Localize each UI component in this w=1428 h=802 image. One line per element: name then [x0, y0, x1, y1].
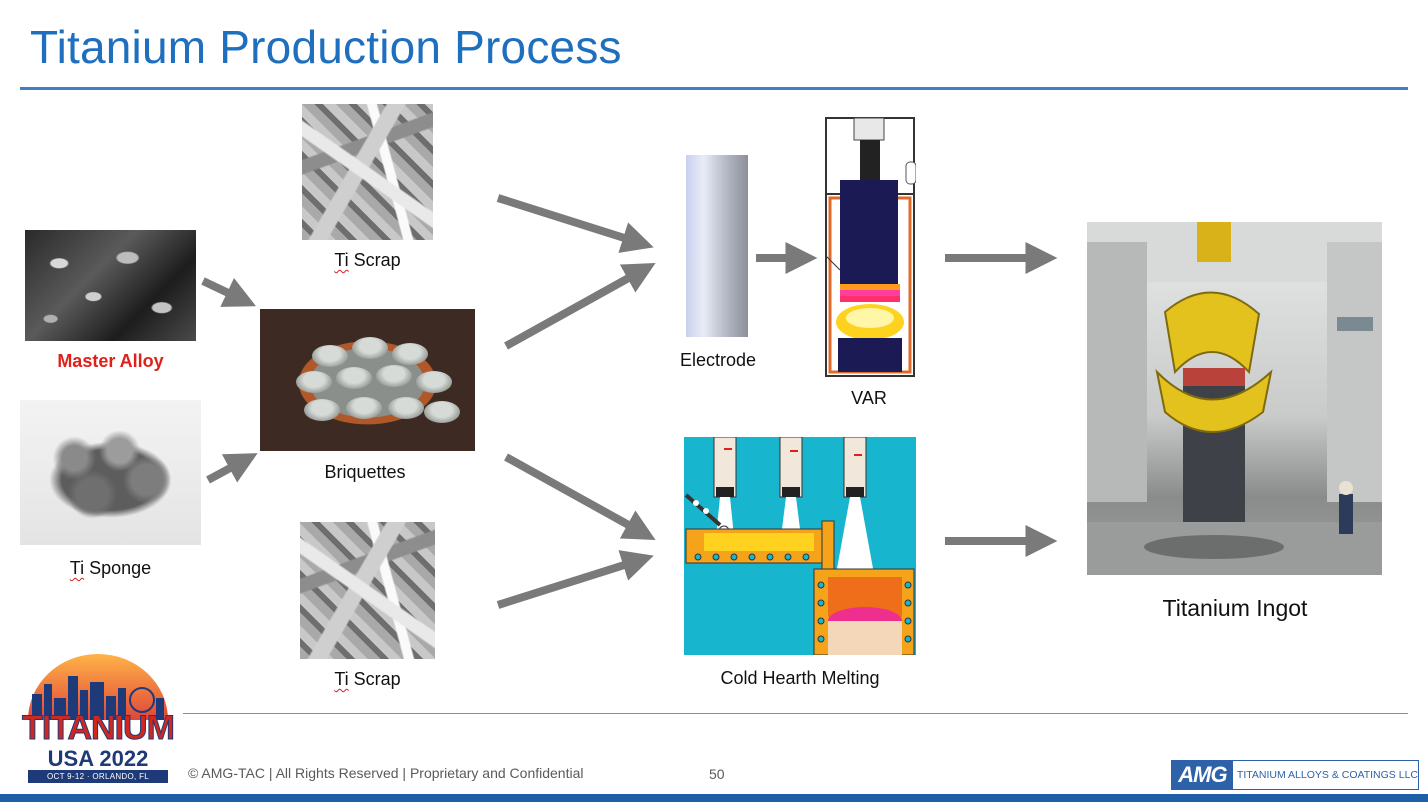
event-dates: OCT 9-12 · ORLANDO, FL	[28, 770, 168, 783]
arrow-sponge-to-briquettes	[206, 453, 258, 484]
ti-abbrev: Ti	[334, 669, 349, 689]
arrow-scrap-top-to-electrode	[496, 194, 654, 253]
amg-company-name: TITANIUM ALLOYS & COATINGS LLC	[1236, 769, 1418, 781]
ti-scrap-bottom-photo	[300, 522, 435, 659]
ti-sponge-photo	[20, 400, 201, 545]
titanium-ingot-label: Titanium Ingot	[1162, 595, 1308, 621]
scrap-word: Scrap	[348, 669, 401, 689]
ti-scrap-top-label: Ti Scrap	[302, 250, 433, 271]
page-number: 50	[709, 766, 725, 782]
arrow-master-alloy-to-briquettes	[201, 277, 257, 307]
event-title: TITANIUM	[22, 709, 176, 748]
var-label: VAR	[851, 388, 887, 408]
ti-scrap-top-photo	[302, 104, 433, 240]
title-divider	[20, 87, 1408, 90]
scrap-word: Scrap	[348, 250, 401, 270]
bottom-accent-bar	[0, 794, 1428, 802]
electrode-label: Electrode	[679, 350, 757, 370]
amg-logo: AMG TITANIUM ALLOYS & COATINGS LLC	[1171, 760, 1419, 790]
arrow-briquettes-to-electrode	[504, 263, 656, 350]
copyright-notice: © AMG-TAC | All Rights Reserved | Propri…	[188, 765, 584, 781]
titanium-ingot-photo	[1087, 222, 1382, 575]
arrow-scrap-bottom-to-cold-hearth	[496, 550, 654, 609]
sponge-word: Sponge	[84, 558, 152, 578]
ti-abbrev: Ti	[334, 250, 349, 270]
ti-abbrev: Ti	[69, 558, 85, 578]
ingot-scene-illustration	[1087, 222, 1382, 575]
var-furnace-diagram	[825, 117, 916, 377]
master-alloy-label: Master Alloy	[57, 351, 164, 371]
slide-title: Titanium Production Process	[30, 21, 622, 73]
briquettes-label: Briquettes	[324, 462, 406, 482]
arrow-briquettes-to-cold-hearth	[504, 453, 656, 540]
cold-hearth-label: Cold Hearth Melting	[720, 668, 880, 688]
skyline-icon	[28, 654, 168, 720]
event-year: USA 2022	[47, 746, 149, 771]
electrode-cylinder	[686, 155, 748, 337]
titanium-usa-2022-logo: TITANIUM USA 2022 OCT 9-12 · ORLANDO, FL	[18, 654, 178, 788]
footer-divider	[183, 713, 1408, 714]
ti-scrap-bottom-label: Ti Scrap	[300, 669, 435, 690]
ti-sponge-label: Ti Sponge	[20, 558, 201, 579]
cold-hearth-diagram	[684, 437, 916, 655]
master-alloy-photo	[25, 230, 196, 341]
amg-logo-mark: AMG	[1172, 761, 1233, 789]
briquettes-photo	[260, 309, 475, 451]
